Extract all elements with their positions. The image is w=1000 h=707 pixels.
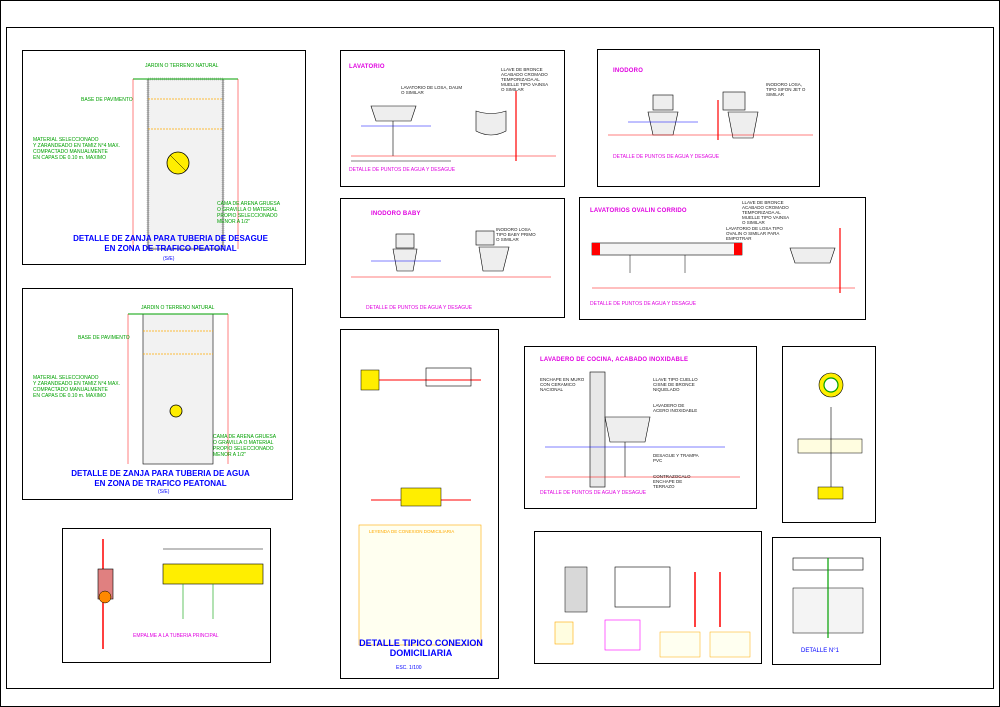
top-label: JARDIN O TERRENO NATURAL bbox=[145, 63, 219, 69]
annotation-inodoro: INODORO LOSA, TIPO SIFON JET O SIMILAR bbox=[766, 82, 806, 97]
legend-title: LEYENDA DE CONEXION DOMICILIARIA bbox=[369, 529, 455, 534]
panel-caption: DETALLE DE PUNTOS DE AGUA Y DESAGUE bbox=[366, 305, 473, 311]
panel-scale: (S/E) bbox=[158, 489, 170, 495]
detalle-n1-drawing bbox=[792, 557, 864, 638]
panel-title: DETALLE TIPICO CONEXION DOMICILIARIA bbox=[359, 638, 483, 658]
panel-caption: DETALLE DE PUNTOS DE AGUA Y DESAGUE bbox=[613, 154, 720, 160]
panel-caption: DETALLE DE PUNTOS DE AGUA Y DESAGUE bbox=[590, 301, 697, 307]
annotation-llave: LLAVE DE BRONCE ACABADO CROMADO TEMPORIZ… bbox=[742, 200, 790, 225]
lavadero-drawing bbox=[545, 371, 740, 488]
left-label-material: MATERIAL SELECCIONADO Y ZARANDEADO EN TA… bbox=[33, 375, 121, 399]
top-label: JARDIN O TERRENO NATURAL bbox=[141, 305, 215, 311]
annotation-enchape: ENCHAPE EN MURO CON CERAMICO NACIONAL bbox=[540, 377, 585, 392]
panel-title: LAVATORIOS OVALIN CORRIDO bbox=[590, 208, 687, 214]
trench-water-drawing bbox=[127, 313, 229, 465]
panel-caption: DETALLE DE PUNTOS DE AGUA Y DESAGUE bbox=[540, 490, 647, 496]
panel-caption: DETALLE DE PUNTOS DE AGUA Y DESAGUE bbox=[349, 167, 456, 173]
lavatorios-ovalin-drawing bbox=[591, 228, 855, 293]
instalacion-drawing bbox=[554, 566, 751, 658]
panel-detalle-n1[interactable]: DETALLE N°1 bbox=[772, 537, 881, 665]
annotation-llave: LLAVE DE BRONCE ACABADO CROMADO TEMPORIZ… bbox=[501, 67, 549, 92]
trench-sewer-drawing bbox=[132, 77, 239, 251]
panel-scale: (S/E) bbox=[163, 256, 175, 262]
panel-title: INODORO bbox=[613, 68, 644, 74]
lavatorio-drawing bbox=[351, 91, 556, 162]
panel-title: DETALLE DE ZANJA PARA TUBERIA DE AGUA EN… bbox=[71, 469, 250, 488]
panel-conexion-domiciliaria[interactable]: LEYENDA DE CONEXION DOMICILIARIA DETALLE… bbox=[340, 329, 499, 679]
annotation-inodoro-baby: INODORO LOSA TIPO BABY PRIMO O SIMILAR bbox=[496, 227, 536, 242]
annotation-contrazocalo: CONTRAZOCALO ENCHAPE DE TERRAZO bbox=[653, 474, 691, 489]
annotation-llave: LLAVE TIPO CUELLO CISNE DE BRONCE NIQUEL… bbox=[653, 377, 698, 392]
empalme-drawing bbox=[97, 539, 264, 649]
panel-trench-water[interactable]: JARDIN O TERRENO NATURAL BASE DE PAVIMEN… bbox=[22, 288, 293, 500]
right-label-bed: CAMA DE ARENA GRUESA O GRAVILLA O MATERI… bbox=[213, 434, 277, 458]
left-label-material: MATERIAL SELECCIONADO Y ZARANDEADO EN TA… bbox=[33, 137, 121, 161]
registro-top-drawing bbox=[797, 372, 863, 500]
panel-title: LAVATORIO bbox=[349, 64, 385, 70]
panel-lavatorios-ovalin[interactable]: LAVATORIOS OVALIN CORRIDO LLAVE DE BRONC… bbox=[579, 197, 866, 320]
inodoro-drawing bbox=[608, 91, 813, 140]
panel-title: INODORO BABY bbox=[371, 211, 421, 217]
panel-title: DETALLE DE ZANJA PARA TUBERIA DE DESAGUE… bbox=[73, 234, 268, 253]
panel-scale: ESC. 1/100 bbox=[396, 665, 422, 671]
panel-empalme[interactable]: EMPALME A LA TUBERIA PRINCIPAL bbox=[62, 528, 271, 663]
left-label-base: BASE DE PAVIMENTO bbox=[78, 335, 130, 341]
panel-lavatorio[interactable]: LAVATORIO LAVATORIO DE LOSA, DAUM O SIMI… bbox=[340, 50, 565, 187]
inodoro-baby-drawing bbox=[351, 230, 551, 278]
annotation-lavatorio: LAVATORIO DE LOSA, DAUM O SIMILAR bbox=[401, 85, 463, 95]
conexion-drawing bbox=[358, 367, 482, 646]
panel-caption: EMPALME A LA TUBERIA PRINCIPAL bbox=[133, 633, 219, 639]
panel-caption: DETALLE N°1 bbox=[801, 648, 839, 654]
annotation-lavadero: LAVADERO DE ACERO INOXIDABLE bbox=[653, 403, 698, 413]
panel-instalacion[interactable] bbox=[534, 531, 762, 664]
annotation-ovalin: LAVATORIO DE LOSA TIPO OVALIN O SIMILAR … bbox=[726, 226, 783, 241]
panel-inodoro-baby[interactable]: INODORO BABY INODORO LOSA TIPO BABY PRIM… bbox=[340, 198, 565, 318]
panel-registro-top[interactable] bbox=[782, 346, 876, 523]
panel-trench-sewer[interactable]: JARDIN O TERRENO NATURAL BASE DE PAVIMEN… bbox=[22, 50, 306, 265]
panel-lavadero[interactable]: LAVADERO DE COCINA, ACABADO INOXIDABLE E… bbox=[524, 346, 757, 509]
left-label-base: BASE DE PAVIMENTO bbox=[81, 97, 133, 103]
panel-inodoro[interactable]: INODORO INODORO LOSA, TIPO SIFON JET O S… bbox=[597, 49, 820, 187]
drawing-sheet bbox=[6, 27, 994, 689]
annotation-desague: DESAGUE Y TRAMPA PVC bbox=[653, 453, 699, 463]
right-label-bed: CAMA DE ARENA GRUESA O GRAVILLA O MATERI… bbox=[217, 201, 281, 225]
panel-title: LAVADERO DE COCINA, ACABADO INOXIDABLE bbox=[540, 357, 689, 363]
